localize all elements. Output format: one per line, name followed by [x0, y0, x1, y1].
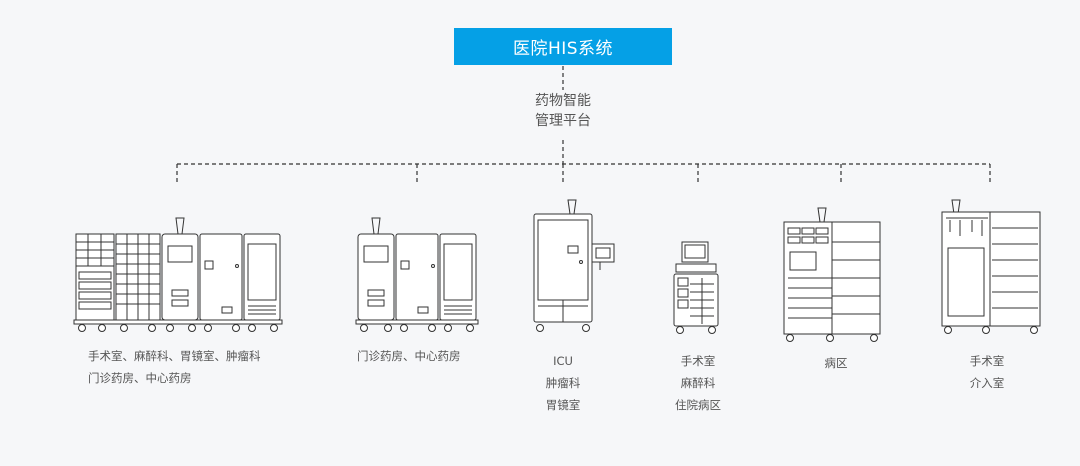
his-system-box: 医院HIS系统 — [454, 28, 672, 65]
ward-cabinet-icon — [783, 207, 881, 342]
medicine-cabinet-array-icon — [73, 217, 283, 332]
single-cabinet-with-screen-icon — [533, 199, 615, 332]
branch-4-line-3: 住院病区 — [675, 398, 721, 412]
branch-3-line-3: 胃镜室 — [545, 398, 581, 412]
branch-label-2: 门诊药房、中心药房 — [357, 345, 461, 367]
branch-3-line-2: 肿瘤科 — [545, 376, 581, 390]
branch-1-line-1: 手术室、麻醉科、胃镜室、肿瘤科 — [88, 349, 261, 363]
his-system-label: 医院HIS系统 — [512, 39, 614, 59]
branch-6-line-1: 手术室 — [969, 354, 1005, 368]
branch-label-4: 手术室 麻醉科 住院病区 — [666, 350, 730, 416]
branch-4-line-1: 手术室 — [680, 354, 716, 368]
platform-line-2: 管理平台 — [535, 113, 591, 129]
branch-6-line-2: 介入室 — [969, 376, 1005, 390]
platform-label: 药物智能 管理平台 — [500, 91, 626, 131]
branch-1-line-2: 门诊药房、中心药房 — [88, 371, 192, 385]
branch-label-5: 病区 — [814, 352, 858, 374]
branch-2-line-1: 门诊药房、中心药房 — [357, 349, 461, 363]
branch-5-line-1: 病区 — [824, 356, 848, 370]
branch-label-1: 手术室、麻醉科、胃镜室、肿瘤科 门诊药房、中心药房 — [88, 345, 261, 389]
branch-label-6: 手术室 介入室 — [958, 350, 1016, 394]
anesthesia-cart-icon — [673, 241, 719, 334]
medicine-cabinet-group-icon — [355, 217, 479, 332]
platform-line-1: 药物智能 — [535, 93, 591, 109]
branch-3-line-1: ICU — [553, 354, 573, 368]
branch-label-3: ICU 肿瘤科 胃镜室 — [535, 350, 591, 416]
branch-4-line-2: 麻醉科 — [680, 376, 716, 390]
consumable-cabinet-icon — [941, 199, 1041, 334]
